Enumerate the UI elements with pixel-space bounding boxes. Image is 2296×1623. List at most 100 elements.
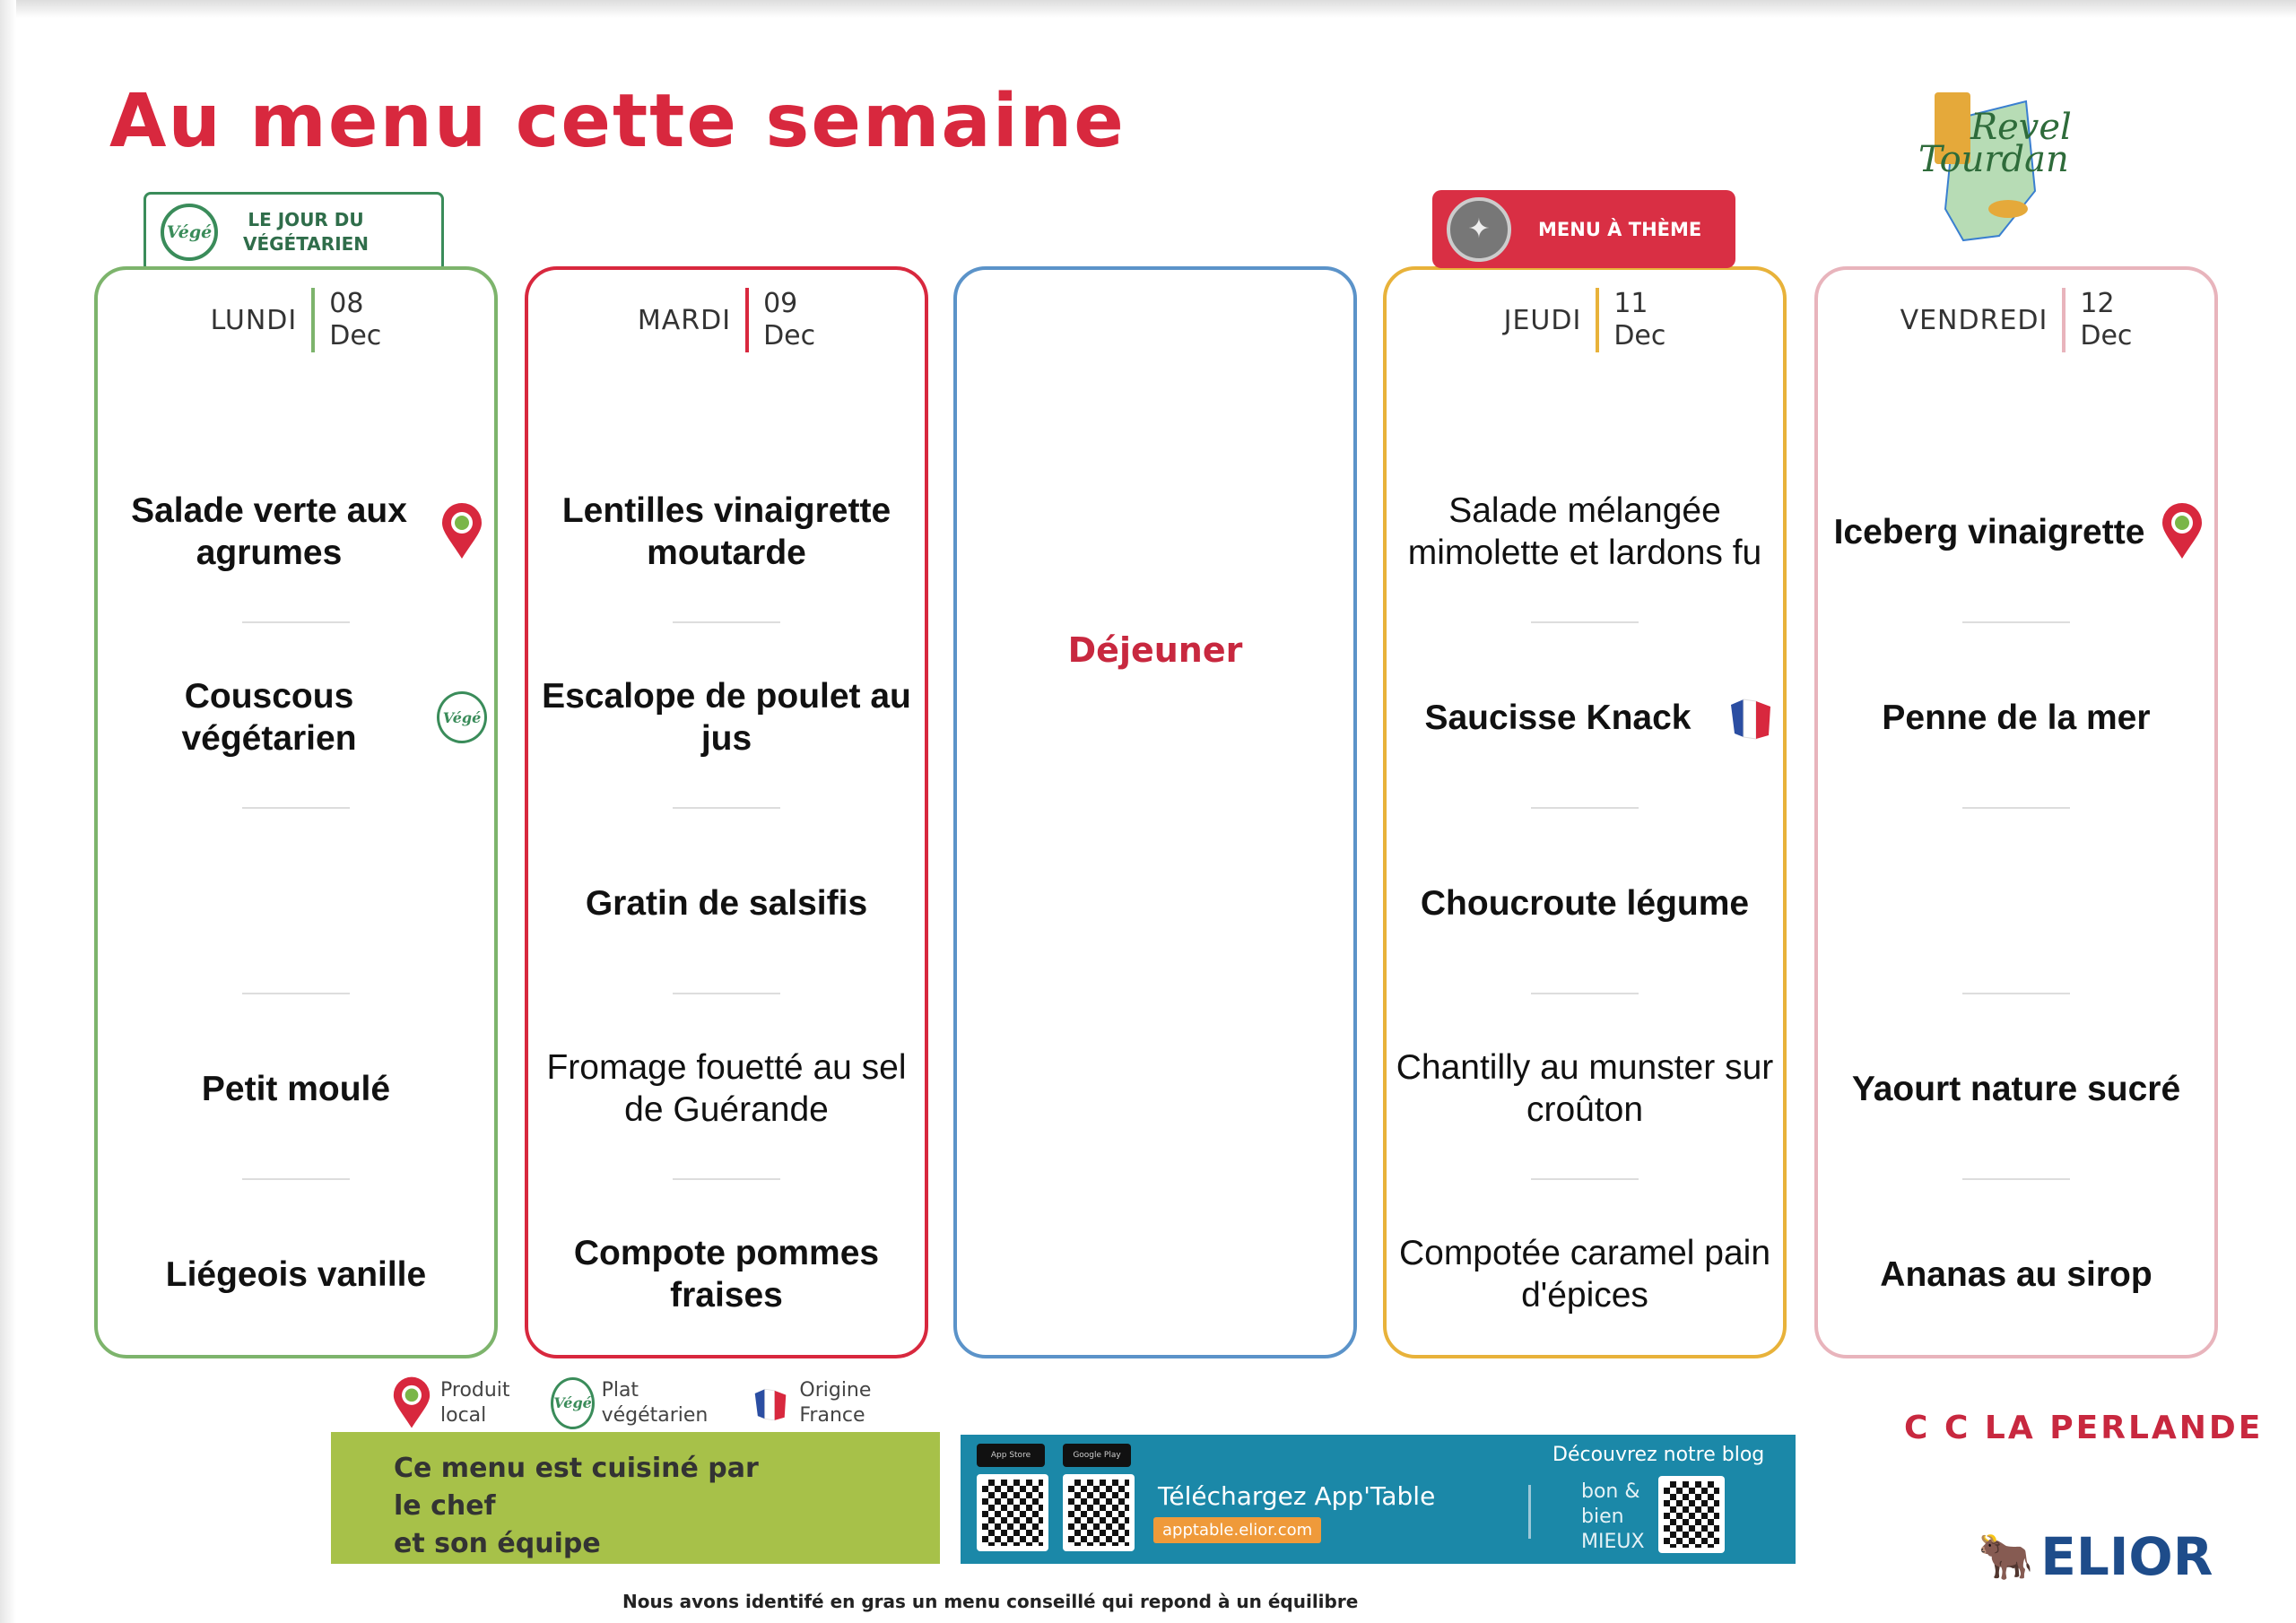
day-month: Dec [1613,320,1666,352]
page-title: Au menu cette semaine [109,79,1126,164]
dish-item: Lentilles vinaigrette moutarde [528,460,925,603]
day-divider [745,288,750,352]
dish-name: Compote pommes fraises [573,1234,880,1315]
dish-separator [242,621,350,623]
dish-separator [242,1178,350,1180]
day-name: VENDREDI [1900,304,2048,336]
divider [1528,1485,1531,1539]
dish-name: Penne de la mer [1882,698,2151,737]
dish-separator [242,993,350,994]
theme-icon: ✦ [1447,196,1511,262]
page-edge [0,0,2296,18]
dish-name: Gratin de salsifis [585,883,868,923]
dish-name: Compotée caramel pain d'épices [1398,1234,1771,1315]
dish-name: Fromage fouetté au sel de Guérande [546,1048,907,1129]
day-number: 11 [1613,288,1648,319]
logo-text-revel: Revel [1970,107,2072,148]
download-text: Téléchargez App'Table [1158,1481,1436,1511]
blog-text: Découvrez notre blog [1552,1444,1765,1466]
dish-name: Yaourt nature sucré [1851,1069,2181,1108]
dish-name: Petit moulé [201,1069,391,1108]
dish-name: Escalope de poulet au jus [542,677,911,758]
dish-name: Liégeois vanille [165,1254,427,1294]
dish-separator [1962,993,2070,994]
google-play-button[interactable]: Google Play [1063,1444,1131,1467]
local-product-icon [392,1375,431,1432]
lunch-label: Déjeuner [1067,630,1243,670]
dish-name: Lentilles vinaigrette moutarde [561,491,891,572]
theme-menu-badge: ✦ MENU À THÈME [1432,190,1735,268]
dish-separator [1962,807,2070,809]
dish-item: Gratin de salsifis [528,831,925,975]
dish-separator [673,807,780,809]
day-divider [311,288,316,352]
vege-icon: Végé [161,204,218,261]
dish-item: Compotée caramel pain d'épices [1387,1202,1783,1346]
dish-name: Salade verte aux agrumes [131,491,407,572]
app-url-link[interactable]: apptable.elior.com [1153,1517,1322,1543]
elior-logo: 🐂 ELIOR [1978,1526,2213,1587]
dish-separator [242,807,350,809]
dish-name: Saucisse Knack [1424,698,1692,737]
dish-item: Fromage fouetté au sel de Guérande [528,1017,925,1160]
page-edge [0,0,16,1623]
app-banner[interactable]: App Store Google Play Téléchargez App'Ta… [961,1435,1796,1564]
day-name: MARDI [637,304,732,336]
vegetarian-icon: Végé [551,1375,595,1432]
dish-item: Compote pommes fraises [528,1202,925,1346]
qr-code [977,1474,1048,1551]
legend-text: Plat [601,1379,639,1402]
revel-tourdan-logo: Revel Tourdan [1918,83,2072,254]
footer-note: Nous avons identifé en gras un menu cons… [622,1591,1359,1612]
elior-text: ELIOR [2040,1526,2213,1587]
day-number: 09 [763,288,798,319]
local-product-icon [437,503,487,560]
dish-item: Escalope de poulet au jus [528,646,925,789]
app-store-button[interactable]: App Store [977,1444,1045,1467]
elior-icon: 🐂 [1978,1530,2034,1583]
dish-separator [1531,993,1639,994]
day-divider [2062,288,2066,352]
legend-text: Origine [799,1379,872,1402]
legend-text: France [799,1404,865,1427]
site-name: C C LA PERLANDE [1904,1410,2264,1446]
day-month: Dec [2080,320,2133,352]
dish-item: Iceberg vinaigrette [1818,460,2214,603]
qr-code [1063,1474,1135,1551]
france-origin-icon [751,1375,790,1432]
legend-text: végétarien [601,1404,709,1427]
day-month: Dec [763,320,816,352]
local-product-icon [2157,503,2207,560]
dish-separator [673,621,780,623]
dish-name: Chantilly au munster sur croûton [1396,1048,1774,1129]
day-number: 12 [2080,288,2115,319]
dish-separator [1531,807,1639,809]
dish-item [1818,831,2214,975]
dish-name: Choucroute légume [1420,883,1750,923]
dish-item: Salade verte aux agrumes [98,460,494,603]
day-divider [1596,288,1600,352]
chef-text: et son équipe [394,1528,601,1559]
dish-item: Penne de la mer [1818,646,2214,789]
chef-text: le chef [394,1490,496,1522]
chef-box: Ce menu est cuisiné par le chef et son é… [331,1432,940,1564]
dish-item: Petit moulé [98,1017,494,1160]
dish-separator [1531,621,1639,623]
